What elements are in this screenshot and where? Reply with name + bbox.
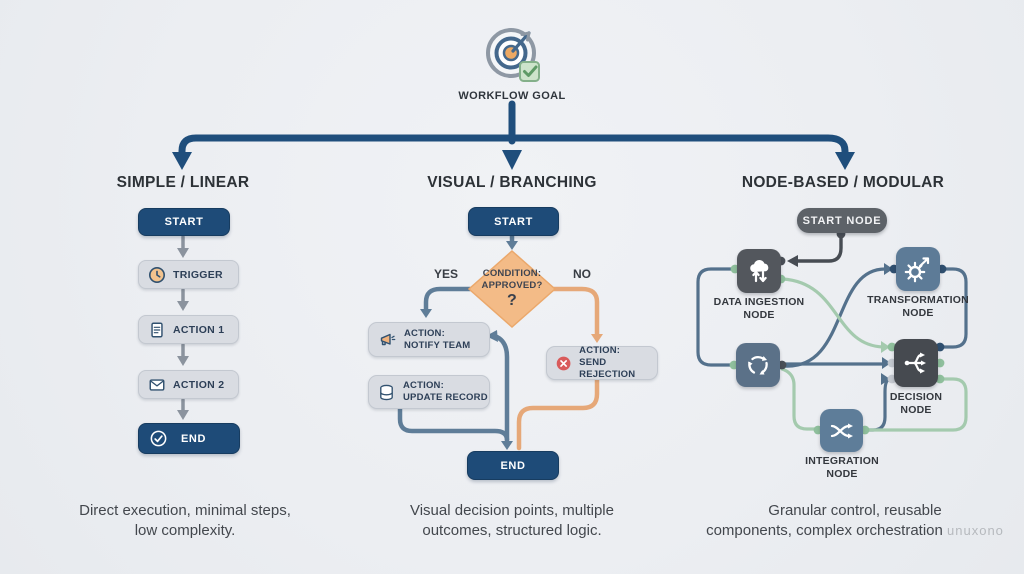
condition-diamond <box>467 249 557 329</box>
linear-flow-arrowheads <box>177 248 189 420</box>
start-node-label: START NODE <box>802 214 882 227</box>
linear-trigger-box: TRIGGER <box>138 260 239 289</box>
integration-label: INTEGRATION NODE <box>788 455 896 481</box>
branching-start-box: START <box>468 207 559 236</box>
caption-node-modular: Granular control, reusable components, c… <box>690 501 1020 541</box>
heading-node-based-modular: NODE-BASED / MODULAR <box>741 174 945 191</box>
notify-team-box: ACTION: NOTIFY TEAM <box>368 322 490 357</box>
process-sync-node <box>736 343 780 387</box>
branching-orange-lines <box>516 286 600 451</box>
condition-line1: CONDITION: <box>482 268 542 279</box>
branching-start-label: START <box>494 215 533 228</box>
caption-visual-line2: outcomes, structured logic. <box>422 522 602 539</box>
decision-line2: NODE <box>900 404 932 416</box>
target-goal-icon <box>486 28 540 82</box>
branch-icon <box>904 352 926 374</box>
integration-node <box>820 409 863 452</box>
data-ingestion-line1: DATA INGESTION <box>713 296 805 308</box>
linear-action1-label: ACTION 1 <box>173 323 225 336</box>
condition-question-mark: ? <box>507 292 517 309</box>
integration-line1: INTEGRATION <box>805 455 879 467</box>
envelope-icon <box>149 378 165 391</box>
caption-visual-line1: Visual decision points, multiple <box>409 502 614 519</box>
condition-text: CONDITION: APPROVED? ? <box>468 268 556 309</box>
update-line2: UPDATE RECORD <box>403 392 488 403</box>
data-ingestion-node <box>737 249 781 293</box>
database-icon <box>380 384 393 400</box>
caption-modular-line2-text: components, complex orchestration <box>706 522 943 539</box>
modular-slate-arrowheads <box>881 263 893 385</box>
modular-dark-lines <box>794 234 843 263</box>
linear-end-box: END <box>138 423 240 454</box>
transformation-line2: NODE <box>902 307 934 319</box>
update-record-box: ACTION: UPDATE RECORD <box>368 375 490 409</box>
check-circle-icon <box>150 430 167 447</box>
condition-line2: APPROVED? <box>481 279 543 291</box>
heading-simple-linear: SIMPLE / LINEAR <box>116 174 250 191</box>
cloud-transfer-icon <box>750 260 769 283</box>
no-label: NO <box>573 267 591 281</box>
goal-branch-arrowheads <box>172 150 855 170</box>
send-rejection-text: ACTION: SEND REJECTION <box>579 345 657 381</box>
caption-modular-line2: components, complex orchestration unuxon… <box>690 521 1020 541</box>
notify-line1: ACTION: <box>404 327 445 339</box>
megaphone-icon <box>380 333 396 345</box>
watermark-text: unuxono <box>947 523 1004 538</box>
branching-slate-lines <box>397 233 515 443</box>
goal-branch-connector <box>178 100 849 162</box>
linear-action2-box: ACTION 2 <box>138 370 239 399</box>
branching-orange-arrowheads <box>591 334 603 343</box>
modular-green-lines <box>780 277 968 432</box>
integration-line2: NODE <box>826 468 858 480</box>
notify-line2: NOTIFY TEAM <box>404 339 471 351</box>
shuffle-icon <box>830 423 853 438</box>
update-line1: ACTION: <box>403 380 444 391</box>
linear-end-label: END <box>181 432 207 445</box>
linear-trigger-label: TRIGGER <box>173 268 223 281</box>
gear-arrow-icon <box>904 257 930 283</box>
transformation-node <box>896 247 940 291</box>
reject-line1: ACTION: <box>579 345 621 356</box>
linear-action1-box: ACTION 1 <box>138 315 239 344</box>
branching-end-label: END <box>500 459 526 472</box>
decision-label: DECISION NODE <box>866 391 966 417</box>
modular-green-arrowheads <box>881 341 890 353</box>
document-icon <box>151 322 163 337</box>
modular-dark-arrowhead <box>787 255 798 267</box>
workflow-goal-label: WORKFLOW GOAL <box>458 90 566 102</box>
yes-label: YES <box>433 267 458 281</box>
caption-modular-line1: Granular control, reusable <box>768 502 942 519</box>
reject-line2: SEND REJECTION <box>579 357 636 380</box>
data-ingestion-label: DATA INGESTION NODE <box>694 296 824 322</box>
caption-simple-line2: low complexity. <box>134 522 236 539</box>
update-record-text: ACTION: UPDATE RECORD <box>403 380 488 404</box>
notify-team-text: ACTION: NOTIFY TEAM <box>404 328 470 352</box>
caption-visual-branching: Visual decision points, multiple outcome… <box>362 501 662 541</box>
decision-node <box>894 339 938 387</box>
caption-simple-linear: Direct execution, minimal steps, low com… <box>35 501 335 541</box>
caption-simple-line1: Direct execution, minimal steps, <box>79 502 291 519</box>
linear-start-label: START <box>164 216 204 228</box>
heading-visual-branching: VISUAL / BRANCHING <box>427 174 597 191</box>
start-node-pill: START NODE <box>797 208 887 233</box>
data-ingestion-line2: NODE <box>743 309 775 321</box>
send-rejection-box: ACTION: SEND REJECTION <box>546 345 658 381</box>
clock-icon <box>148 266 166 283</box>
transformation-line1: TRANSFORMATION <box>867 294 969 306</box>
x-circle-icon <box>556 356 571 370</box>
transformation-label: TRANSFORMATION NODE <box>853 294 983 320</box>
linear-start-box: START <box>138 208 230 236</box>
decision-line1: DECISION <box>889 391 943 403</box>
branching-end-box: END <box>467 451 559 480</box>
branching-slate-arrowheads <box>420 241 518 450</box>
sync-icon <box>748 356 768 375</box>
linear-action2-label: ACTION 2 <box>173 378 225 391</box>
